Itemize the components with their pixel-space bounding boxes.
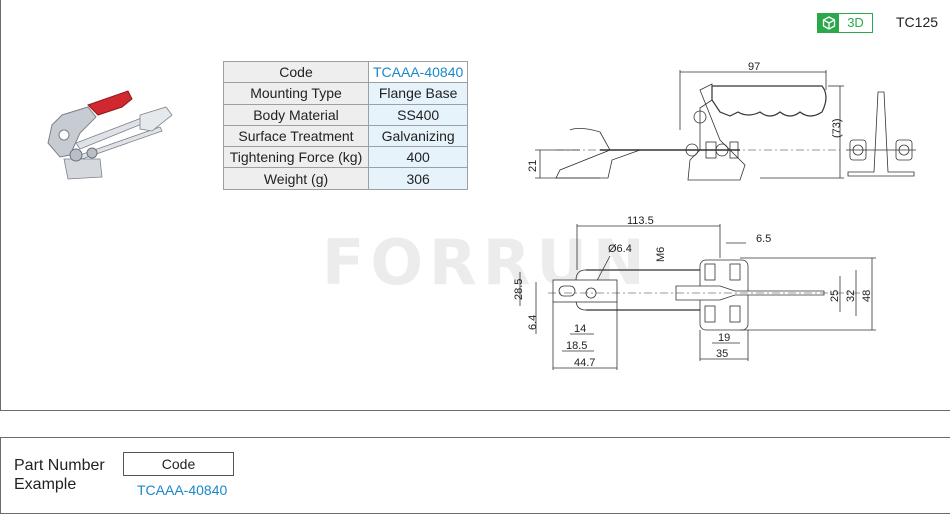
dim-21: 21	[527, 160, 539, 172]
part-number-label-line2: Example	[14, 476, 77, 493]
dim-35: 35	[716, 348, 728, 360]
table-row: Weight (g)306	[223, 167, 469, 190]
cube-icon	[818, 14, 839, 32]
dim-97: 97	[748, 61, 760, 73]
dim-6-5: 6.5	[756, 233, 771, 245]
dim-32: 32	[845, 290, 857, 302]
spec-key: Code	[223, 60, 369, 84]
spec-value: Flange Base	[367, 82, 469, 105]
product-photo	[40, 85, 180, 185]
dim-19: 19	[718, 332, 730, 344]
technical-drawing: 97 21 (73) 113.5 Ø6.4 M6 6.5	[500, 50, 940, 380]
spec-key: Mounting Type	[223, 82, 369, 105]
spec-key: Weight (g)	[223, 167, 369, 190]
dim-25: 25	[829, 290, 841, 302]
dim-6-4: 6.4	[527, 315, 539, 330]
spec-value: 306	[367, 167, 469, 190]
dim-18-5: 18.5	[566, 340, 587, 352]
part-number-label-line1: Part Number	[14, 457, 105, 474]
part-number-label: Part Number Example	[14, 456, 105, 494]
spec-key: Surface Treatment	[223, 124, 369, 148]
spec-value: 400	[367, 146, 469, 169]
dim-14: 14	[574, 323, 586, 335]
3d-label: 3D	[847, 15, 864, 30]
spec-value-code[interactable]: TCAAA-40840	[367, 60, 469, 84]
spec-value: SS400	[367, 103, 469, 126]
dim-44-7: 44.7	[574, 357, 595, 369]
3d-view-button[interactable]: 3D	[817, 13, 873, 33]
spec-key: Tightening Force (kg)	[223, 146, 369, 169]
code-column-header: Code	[123, 452, 234, 476]
dim-m6: M6	[655, 247, 667, 262]
dim-hole-dia: Ø6.4	[608, 243, 632, 255]
dim-73: (73)	[831, 118, 843, 138]
product-panel	[0, 0, 950, 411]
spec-value: Galvanizing	[367, 124, 469, 148]
dim-28-5: 28.5	[513, 279, 525, 300]
series-code: TC125	[896, 14, 939, 30]
part-number-code[interactable]: TCAAA-40840	[137, 482, 228, 498]
spec-key: Body Material	[223, 103, 369, 126]
dim-113-5: 113.5	[627, 215, 654, 227]
table-row: Tightening Force (kg)400	[223, 146, 469, 169]
dim-48: 48	[861, 290, 873, 302]
